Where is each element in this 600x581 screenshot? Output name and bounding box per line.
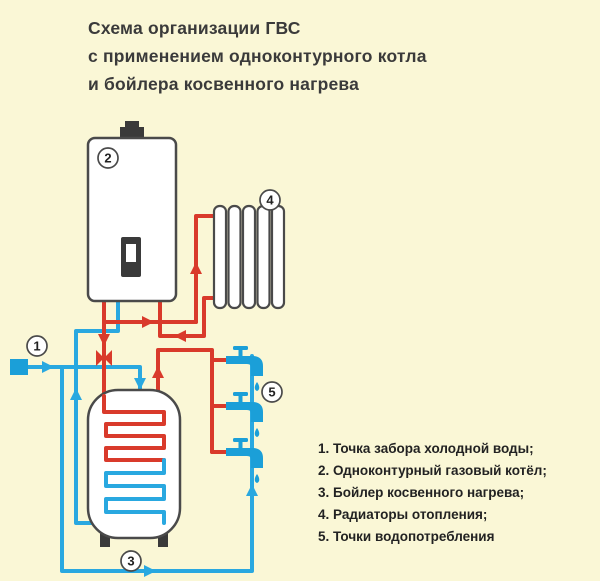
radiator-return-pipe	[158, 296, 216, 338]
flow-arrows-hot	[96, 262, 202, 378]
badge-circle	[259, 189, 281, 211]
legend: 1. Точка забора холодной воды; 2. Одноко…	[318, 441, 547, 551]
flow-arrows-cold	[42, 361, 258, 577]
radiator-section	[241, 204, 257, 310]
boiler-body	[86, 136, 178, 303]
legend-item: 1. Точка забора холодной воды;	[318, 441, 534, 456]
radiator-section	[227, 204, 242, 310]
boiler-flue-icon	[125, 121, 139, 128]
boiler-flue-icon	[120, 127, 144, 139]
badge-circle	[26, 335, 48, 357]
badge-3: 3	[120, 550, 142, 572]
radiator-section	[270, 204, 286, 310]
cold-water-inlet-icon	[10, 359, 28, 375]
legend-item: 5. Точки водопотребления	[318, 529, 495, 544]
faucet-icon	[226, 438, 263, 483]
arrow-left-icon	[174, 330, 186, 342]
legend-item: 4. Радиаторы отопления;	[318, 507, 488, 522]
badge-1: 1	[26, 335, 48, 357]
radiator-supply-pipe	[194, 214, 216, 324]
faucet-icon	[226, 392, 263, 437]
gas-boiler-icon	[86, 121, 178, 303]
arrow-right-icon	[42, 361, 54, 373]
badge-5: 5	[261, 381, 283, 403]
badge-circle	[97, 147, 119, 169]
badge-number: 4	[266, 193, 274, 208]
legend-item: 3. Бойлер косвенного нагрева;	[318, 485, 525, 500]
radiator-section	[256, 204, 271, 310]
heating-coil-hot	[102, 394, 166, 462]
arrow-up-icon	[246, 484, 258, 496]
arrow-down-icon	[98, 334, 110, 346]
badge-4: 4	[259, 189, 281, 211]
diagram-title: Схема организации ГВС с применением одно…	[88, 14, 427, 98]
legend-item: 2. Одноконтурный газовый котёл;	[318, 463, 547, 478]
title-line: и бойлера косвенного нагрева	[88, 74, 360, 94]
arrow-up-icon	[152, 366, 164, 378]
badge-number: 1	[33, 339, 40, 354]
title-line: с применением одноконтурного котла	[88, 46, 427, 66]
badge-number: 3	[127, 554, 134, 569]
badge-2: 2	[97, 147, 119, 169]
three-way-valve-icon	[96, 350, 104, 366]
arrow-down-icon	[134, 378, 146, 390]
badge-circle	[120, 550, 142, 572]
boiler-display-screen	[126, 244, 136, 262]
arrow-up-icon	[70, 388, 82, 400]
faucets	[226, 346, 263, 483]
radiator-icon	[212, 204, 286, 310]
arrow-up-icon	[190, 262, 202, 274]
tank-foot	[100, 533, 110, 547]
arrow-right-icon	[144, 565, 156, 577]
badge-circle	[261, 381, 283, 403]
radiator-section	[212, 204, 228, 310]
title-line: Схема организации ГВС	[88, 18, 301, 38]
three-way-valve-icon	[104, 350, 112, 366]
badge-number: 5	[268, 385, 275, 400]
indirect-boiler-icon	[86, 388, 182, 547]
heating-coil-cold	[104, 458, 166, 525]
badge-number: 2	[104, 151, 111, 166]
tank-foot	[158, 533, 168, 547]
faucet-icon	[226, 346, 263, 391]
arrow-right-icon	[142, 316, 154, 328]
